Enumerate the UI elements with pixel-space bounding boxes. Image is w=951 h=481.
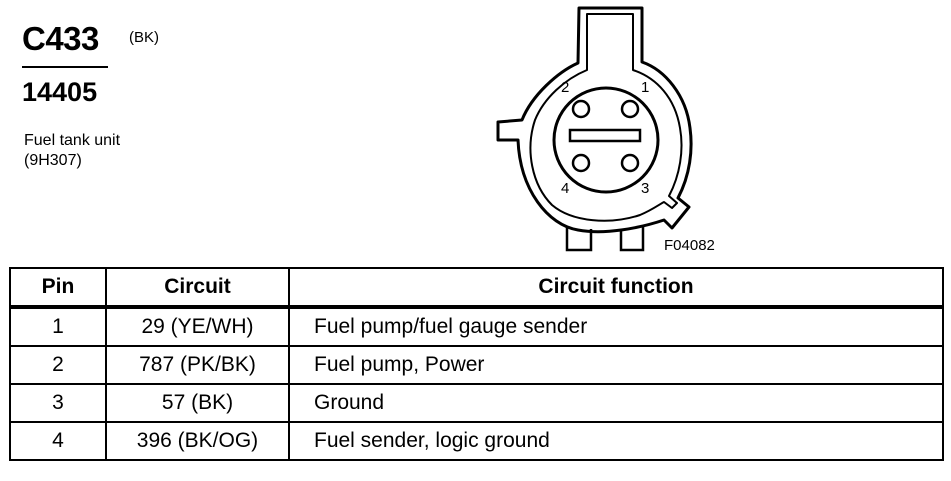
table-header-row: Pin Circuit Circuit function	[9, 267, 944, 308]
function-cell: Fuel pump/fuel gauge sender	[288, 306, 944, 347]
figure-code: F04082	[664, 237, 715, 254]
pin-label-1: 1	[641, 79, 649, 96]
pin-cell: 4	[9, 421, 107, 461]
connector-housing-outline	[496, 6, 693, 234]
pin-label-3: 3	[641, 180, 649, 197]
connector-id: C433	[22, 20, 99, 57]
pin-cell: 1	[9, 306, 107, 347]
pin-cell: 2	[9, 345, 107, 385]
component-description: Fuel tank unit (9H307)	[24, 131, 120, 171]
connector-housing-inner-outline	[529, 13, 683, 222]
locking-tab-left	[565, 226, 593, 252]
locking-tab-right	[619, 226, 645, 252]
table-row: 2 787 (PK/BK) Fuel pump, Power	[9, 345, 944, 385]
table-row: 3 57 (BK) Ground	[9, 383, 944, 423]
description-line-1: Fuel tank unit	[24, 132, 121, 149]
function-cell: Ground	[288, 383, 944, 423]
part-number: 14405	[22, 77, 98, 107]
circuit-cell: 396 (BK/OG)	[105, 421, 290, 461]
column-header-pin: Pin	[9, 267, 107, 308]
circuit-cell: 57 (BK)	[105, 383, 290, 423]
pin-cell: 3	[9, 383, 107, 423]
pin-label-4: 4	[561, 180, 569, 197]
circuit-cell: 787 (PK/BK)	[105, 345, 290, 385]
circuit-cell: 29 (YE/WH)	[105, 306, 290, 347]
table-row: 4 396 (BK/OG) Fuel sender, logic ground	[9, 421, 944, 461]
pin-cavity-3	[620, 153, 640, 173]
pin-table: Pin Circuit Circuit function 1 29 (YE/WH…	[9, 267, 944, 461]
pin-cavity-4	[571, 153, 591, 173]
table-row: 1 29 (YE/WH) Fuel pump/fuel gauge sender	[9, 306, 944, 347]
pin-cavity-1	[620, 99, 640, 119]
pin-label-2: 2	[561, 79, 569, 96]
key-slot	[568, 128, 642, 143]
connector-color: (BK)	[129, 29, 159, 46]
column-header-circuit-function: Circuit function	[288, 267, 944, 308]
function-cell: Fuel sender, logic ground	[288, 421, 944, 461]
description-line-2: (9H307)	[24, 152, 82, 169]
terminal-boss	[552, 86, 660, 194]
title-underline	[22, 66, 108, 68]
connector-face-diagram: 1 2 3 4	[496, 6, 693, 252]
pin-cavity-2	[571, 99, 591, 119]
column-header-circuit: Circuit	[105, 267, 290, 308]
function-cell: Fuel pump, Power	[288, 345, 944, 385]
